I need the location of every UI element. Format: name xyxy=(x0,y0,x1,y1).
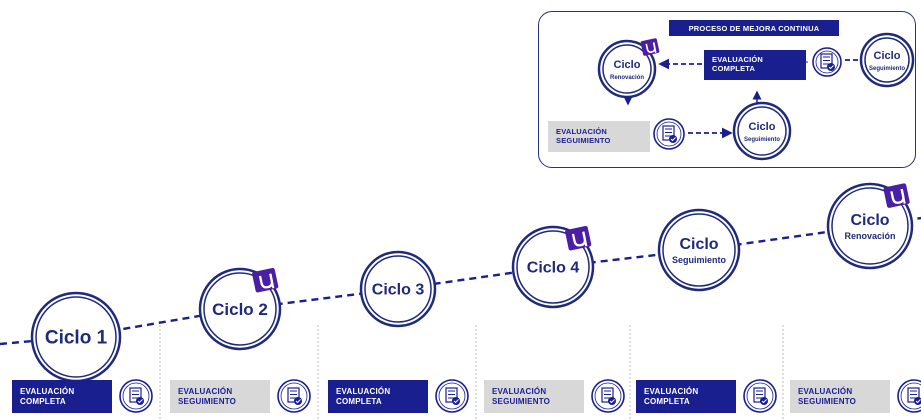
cycle-sublabel: Renovación xyxy=(610,75,644,81)
evaluation-label-line2: SEGUIMIENTO xyxy=(798,396,857,406)
ribbon-badge-icon xyxy=(640,38,660,56)
inset-title: PROCESO DE MEJORA CONTINUA xyxy=(669,20,839,36)
cycle-label: Ciclo 3 xyxy=(372,282,425,299)
evaluation-label-line1: EVALUACIÓN xyxy=(644,387,699,397)
evaluation-label-line1: EVALUACIÓN xyxy=(798,387,853,397)
cycle-inner-ring xyxy=(35,296,117,378)
evaluation-label-line2: SEGUIMIENTO xyxy=(178,396,237,406)
cycle-label: Ciclo xyxy=(614,59,641,71)
ribbon-badge-icon xyxy=(252,267,279,293)
evaluation-label-line2: COMPLETA xyxy=(336,396,382,406)
evaluation-label-line1: EVALUACIÓN xyxy=(178,387,233,397)
ribbon-badge-icon xyxy=(883,183,910,208)
evaluation-label-line1: EVALUACIÓN xyxy=(20,387,75,397)
cycle-node: Ciclo 3 xyxy=(359,250,437,328)
document-check-icon xyxy=(653,118,685,150)
inset-evaluation-line2: SEGUIMIENTO xyxy=(556,135,611,145)
inset-evaluation-line1: EVALUACIÓN xyxy=(712,55,764,65)
cycle-label: Ciclo xyxy=(874,50,901,62)
cycle-sublabel: Renovación xyxy=(844,231,895,241)
evaluation-label-line2: COMPLETA xyxy=(644,396,690,406)
document-check-icon xyxy=(591,379,625,413)
cycle-inner-ring xyxy=(364,255,432,323)
cycle-label: Ciclo 4 xyxy=(527,260,580,277)
cycle-label: Ciclo xyxy=(679,236,718,253)
ribbon-badge-icon xyxy=(565,225,592,251)
evaluation-label-line1: EVALUACIÓN xyxy=(336,387,391,397)
document-check-icon xyxy=(119,379,153,413)
evaluation-label-line2: SEGUIMIENTO xyxy=(492,396,551,406)
evaluation-label-line1: EVALUACIÓN xyxy=(492,387,547,397)
cycle-label: Ciclo 1 xyxy=(45,328,108,349)
cycle-inner-ring xyxy=(737,106,787,156)
cycle-inner-ring xyxy=(864,37,910,83)
document-check-icon xyxy=(277,379,311,413)
cycle-label: Ciclo 2 xyxy=(212,300,268,319)
cycle-sublabel: Seguimiento xyxy=(869,66,905,72)
document-check-icon xyxy=(435,379,469,413)
document-check-icon xyxy=(812,47,842,77)
cycle-inner-ring xyxy=(662,213,736,287)
inset-evaluation-line2: COMPLETA xyxy=(712,64,756,73)
cycle-label: Ciclo xyxy=(749,121,776,133)
cycle-sublabel: Seguimiento xyxy=(744,137,780,143)
cycle-sublabel: Seguimiento xyxy=(672,255,727,265)
document-check-icon xyxy=(897,379,921,413)
cycle-label: Ciclo xyxy=(850,212,889,229)
document-check-icon xyxy=(743,379,777,413)
cycle-group: Ciclo 1 Ciclo 2 Ciclo 3 Ciclo 4 CicloSeguimi… xyxy=(30,182,921,413)
cycle-inner-ring xyxy=(602,44,652,94)
evaluation-label-line2: COMPLETA xyxy=(20,396,66,406)
cycle-node: Ciclo 1 xyxy=(30,291,122,383)
inset-evaluation-line1: EVALUACIÓN xyxy=(556,126,608,136)
inset-diagram: CicloRenovaciónCicloSeguimientoCicloSegu… xyxy=(597,32,915,161)
